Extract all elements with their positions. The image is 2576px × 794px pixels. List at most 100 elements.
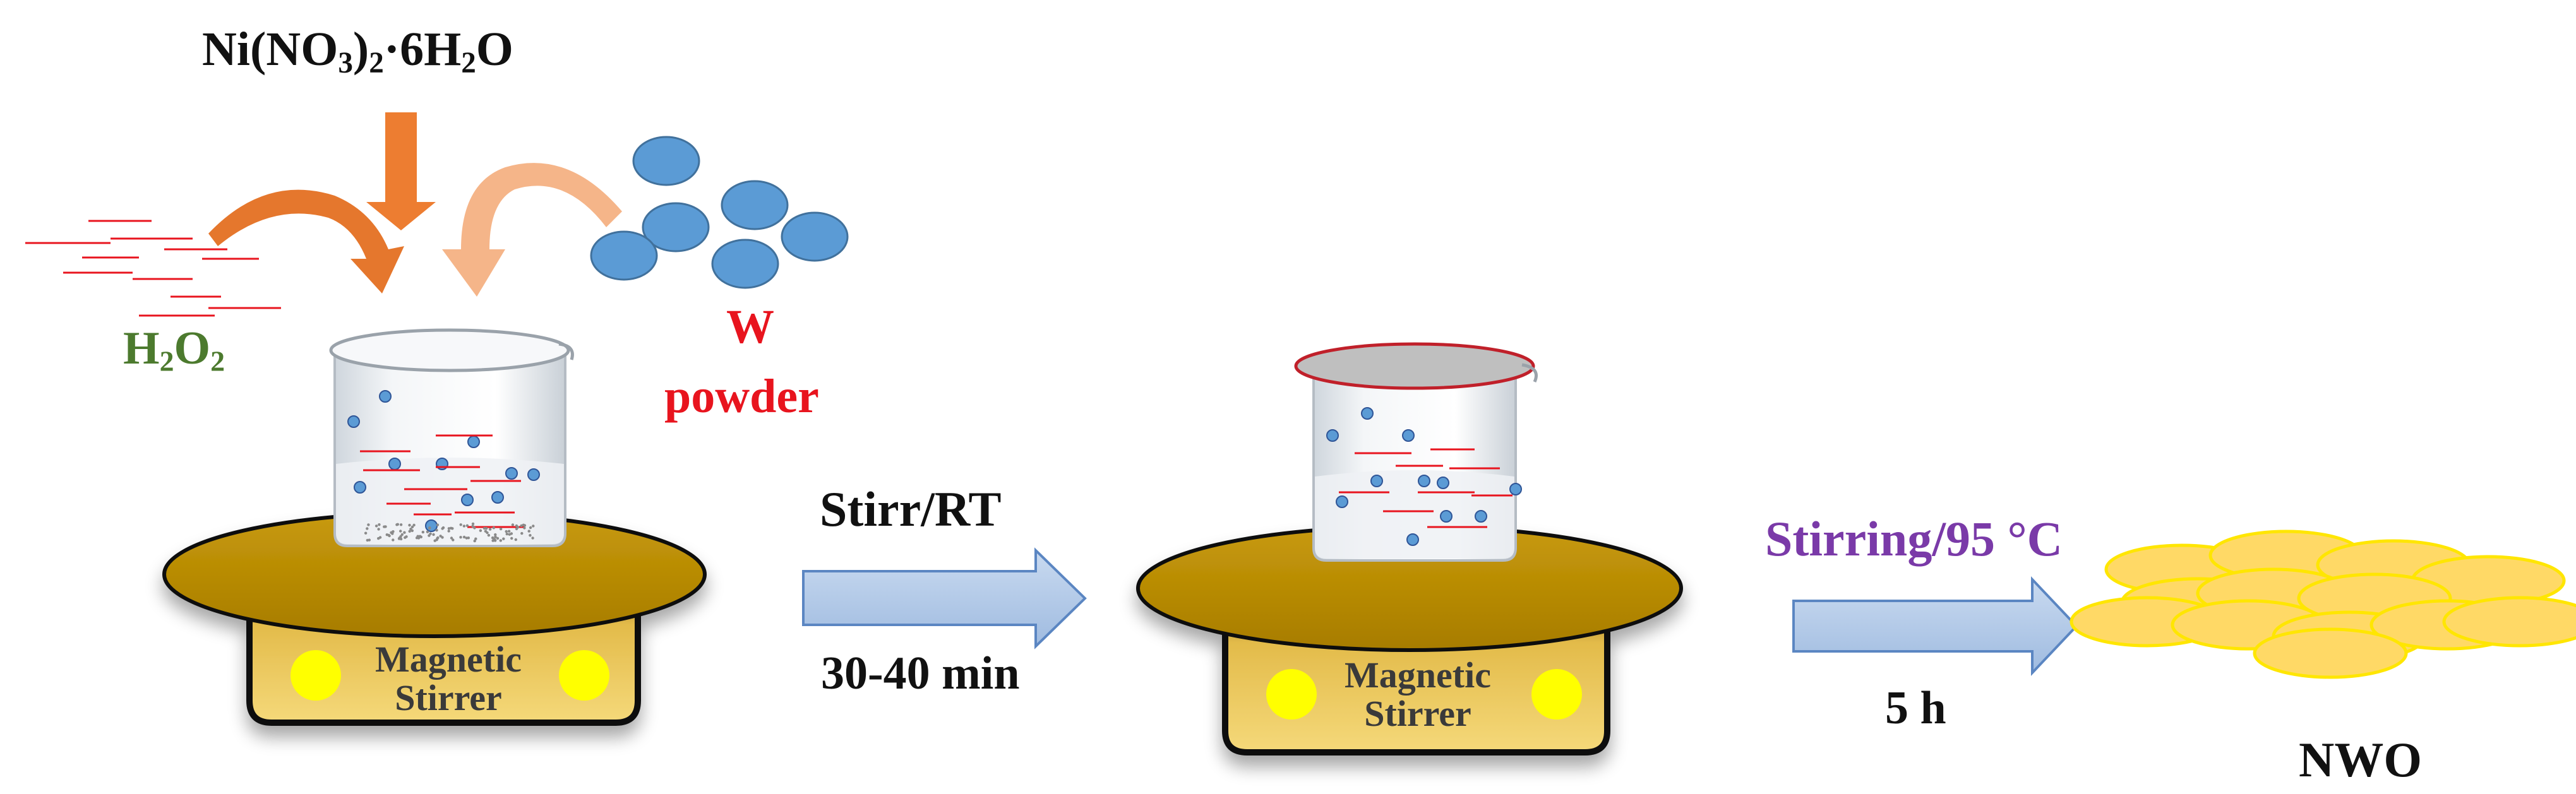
w-particle: [633, 137, 699, 185]
sediment-dot: [520, 524, 522, 527]
sediment-dot: [375, 524, 378, 527]
sediment-dot: [409, 530, 411, 533]
stirrer-2-label: Magnetic Stirrer: [1323, 656, 1513, 733]
particle: [1362, 408, 1373, 419]
sediment-dot: [422, 531, 424, 533]
sediment-dot: [408, 524, 410, 526]
sediment-dot: [399, 530, 402, 532]
particle: [1371, 475, 1382, 487]
beaker-1-rim: [331, 330, 568, 370]
sediment-dot: [384, 525, 386, 528]
sediment-dot: [397, 523, 399, 526]
beaker-2-lid: [1296, 344, 1533, 388]
sediment-dot: [428, 526, 431, 529]
sediment-dot: [441, 527, 443, 530]
sediment-dot: [489, 528, 491, 530]
sediment-dot: [508, 533, 511, 536]
particle: [1407, 534, 1418, 545]
sediment-dot: [400, 538, 402, 540]
beaker-1: [331, 330, 572, 546]
particle: [380, 391, 391, 402]
step-2-arrow: [1794, 579, 2076, 673]
nickel-down-arrow: [366, 112, 436, 230]
sediment-dot: [528, 530, 530, 532]
sediment-dot: [412, 524, 415, 526]
particle: [1475, 511, 1487, 522]
sediment-dot: [496, 537, 499, 540]
sediment-dot: [405, 535, 407, 538]
particle: [506, 468, 517, 479]
nwo-flake: [2444, 598, 2576, 646]
nickel-nitrate-label: Ni(NO3)2·6H2O: [202, 25, 513, 73]
sediment-dot: [515, 538, 517, 541]
sediment-dot: [520, 532, 523, 535]
sediment-dot: [436, 536, 439, 539]
w-powder-label-powder: powder: [664, 372, 819, 420]
sediment-dot: [411, 530, 414, 532]
particle: [426, 520, 437, 531]
sediment-dot: [506, 533, 508, 535]
sediment-dot: [479, 530, 482, 532]
sediment-dot: [500, 539, 502, 542]
particle: [348, 416, 359, 427]
product-label: NWO: [2299, 735, 2422, 785]
particle: [389, 458, 400, 470]
sediment-dot: [386, 533, 388, 536]
step-1-label-top: Stirr/RT: [820, 485, 1002, 534]
sediment-dot: [500, 528, 502, 530]
sediment-dot: [378, 523, 380, 526]
sediment-dot: [502, 538, 505, 540]
h2o2-dashes: [25, 221, 281, 316]
sediment-dot: [401, 533, 404, 536]
sediment-dot: [435, 529, 438, 531]
w-particle: [782, 213, 848, 261]
sediment-dot: [448, 530, 450, 532]
sediment-dot: [485, 527, 488, 530]
sediment-dot: [368, 538, 371, 541]
h2o2-label: H2O2: [123, 325, 225, 372]
sediment-dot: [459, 536, 462, 538]
sediment-dot: [463, 536, 465, 538]
w-particle: [712, 240, 778, 288]
sediment-dot: [452, 538, 454, 541]
particle: [1441, 511, 1452, 522]
sediment-dot: [366, 527, 368, 530]
particle: [1336, 496, 1348, 507]
step-2-label-bottom: 5 h: [1885, 685, 1946, 732]
particle: [1403, 430, 1414, 441]
particle: [1418, 475, 1430, 487]
sediment-dot: [436, 524, 439, 526]
sediment-dot: [493, 526, 495, 529]
particle: [492, 492, 503, 503]
stirrer-1-label-line2: Stirrer: [354, 679, 543, 718]
sediment-dot: [463, 524, 465, 527]
sediment-dot: [505, 530, 508, 533]
stirrer-1-label-line1: Magnetic: [354, 641, 543, 679]
stirrer-1-knob-left: [291, 650, 341, 701]
sediment-dot: [426, 531, 429, 533]
sediment-dot: [523, 526, 525, 529]
sediment-dot: [466, 524, 469, 527]
sediment-dot: [529, 534, 531, 536]
sediment-dot: [400, 523, 402, 526]
sediment-dot: [532, 524, 534, 527]
sediment-dot: [448, 527, 450, 530]
step-2-label-top: Stirring/95 °C: [1765, 514, 2063, 564]
sediment-dot: [432, 533, 434, 536]
particle: [1437, 477, 1449, 489]
sediment-dot: [367, 523, 369, 526]
stirrer-2-knob-right: [1531, 669, 1582, 720]
stirrer-2-knob-left: [1266, 669, 1317, 720]
step-1-label-bottom: 30-40 min: [821, 650, 1020, 697]
sediment-dot: [517, 526, 519, 528]
sediment-dot: [474, 538, 477, 540]
nwo-flakes: [2071, 531, 2576, 677]
sediment-dot: [391, 532, 393, 535]
sediment-dot: [472, 523, 474, 525]
sediment-dot: [508, 530, 510, 533]
step-1-arrow: [803, 550, 1085, 646]
particle: [354, 482, 366, 493]
sediment-dot: [512, 523, 514, 526]
sediment-dot: [529, 526, 532, 529]
sediment-dot: [377, 537, 380, 540]
